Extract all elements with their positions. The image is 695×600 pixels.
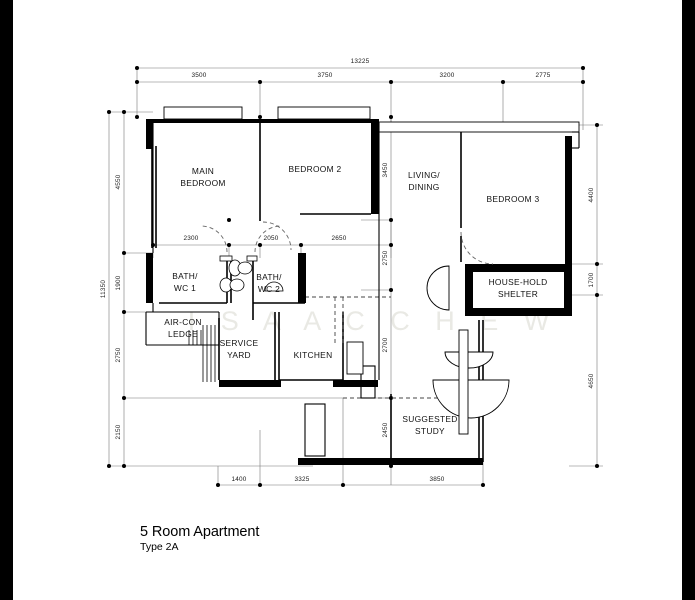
aircon-ledge-hatch xyxy=(188,330,202,345)
dimension-endpoints xyxy=(107,66,599,487)
dim-right-seg-3: 4650 xyxy=(588,373,595,388)
dim-left-seg-1: 4550 xyxy=(115,174,122,189)
dim-mid-vert-3: 2700 xyxy=(382,337,389,352)
dim-mid-vert-4: 2450 xyxy=(382,422,389,437)
dim-mid-vert-2: 2750 xyxy=(382,250,389,265)
dimension-text: 13225 3500 3750 3200 2775 11350 4550 190… xyxy=(100,58,595,483)
kitchen-counter xyxy=(346,341,364,375)
dim-top-seg-3: 3200 xyxy=(439,72,454,79)
dim-top-seg-4: 2775 xyxy=(535,72,550,79)
room-label-aircon-ledge-2: LEDGE xyxy=(168,329,198,339)
dim-mid-horiz-2: 2050 xyxy=(263,235,278,242)
plan-subtitle: Type 2A xyxy=(140,541,179,553)
room-label-household-shelter-1: HOUSE-HOLD xyxy=(489,277,548,287)
title-block: 5 Room Apartment Type 2A xyxy=(140,524,259,554)
room-labels: MAIN BEDROOM BEDROOM 2 LIVING/ DINING BE… xyxy=(164,164,547,436)
bathroom-fixtures xyxy=(219,255,284,293)
dim-right-seg-1: 4400 xyxy=(588,187,595,202)
room-label-living-dining-1: LIVING/ xyxy=(408,170,440,180)
room-label-bath-wc-2-2: WC 2 xyxy=(258,284,280,294)
room-label-main-bedroom-2: BEDROOM xyxy=(180,178,225,188)
dimension-lines xyxy=(108,67,603,486)
dim-left-seg-2: 1900 xyxy=(115,275,122,290)
room-label-bedroom-2: BEDROOM 2 xyxy=(289,164,342,174)
room-label-living-dining-2: DINING xyxy=(408,182,439,192)
dim-left-seg-4: 2150 xyxy=(115,424,122,439)
dim-left-overall: 11350 xyxy=(100,280,107,299)
dim-top-seg-2: 3750 xyxy=(317,72,332,79)
plan-title: 5 Room Apartment xyxy=(140,524,260,540)
dim-mid-horiz-3: 2650 xyxy=(331,235,346,242)
dim-top-overall: 13225 xyxy=(351,58,370,65)
room-label-household-shelter-2: SHELTER xyxy=(498,289,538,299)
room-label-suggested-study-1: SUGGESTED xyxy=(402,414,457,424)
dim-bottom-seg-3: 3850 xyxy=(429,476,444,483)
room-label-bedroom-3: BEDROOM 3 xyxy=(487,194,540,204)
door-swing-arcs xyxy=(200,221,494,265)
dim-bottom-seg-1: 1400 xyxy=(231,476,246,483)
door-leaves xyxy=(426,265,510,435)
floor-plan-drawing: I S A A C C H E W xyxy=(100,58,603,487)
dim-mid-horiz-1: 2300 xyxy=(183,235,198,242)
dim-top-seg-1: 3500 xyxy=(191,72,206,79)
room-label-suggested-study-2: STUDY xyxy=(415,426,445,436)
room-label-bath-wc-1-1: BATH/ xyxy=(172,271,198,281)
room-label-service-yard-1: SERVICE xyxy=(220,338,259,348)
room-label-service-yard-2: YARD xyxy=(227,350,251,360)
room-label-kitchen: KITCHEN xyxy=(294,350,333,360)
dim-left-seg-3: 2750 xyxy=(115,347,122,362)
room-label-bath-wc-1-2: WC 1 xyxy=(174,283,196,293)
drawing-sheet: I S A A C C H E W xyxy=(13,0,682,600)
dim-mid-vert-1: 3450 xyxy=(382,162,389,177)
service-yard-hatch xyxy=(202,325,216,382)
dim-bottom-seg-2: 3325 xyxy=(294,476,309,483)
dim-right-seg-2: 1700 xyxy=(588,272,595,287)
room-label-main-bedroom-1: MAIN xyxy=(192,166,214,176)
room-label-bath-wc-2-1: BATH/ xyxy=(256,272,282,282)
room-label-aircon-ledge-1: AIR-CON xyxy=(164,317,201,327)
structural-walls xyxy=(146,119,572,465)
